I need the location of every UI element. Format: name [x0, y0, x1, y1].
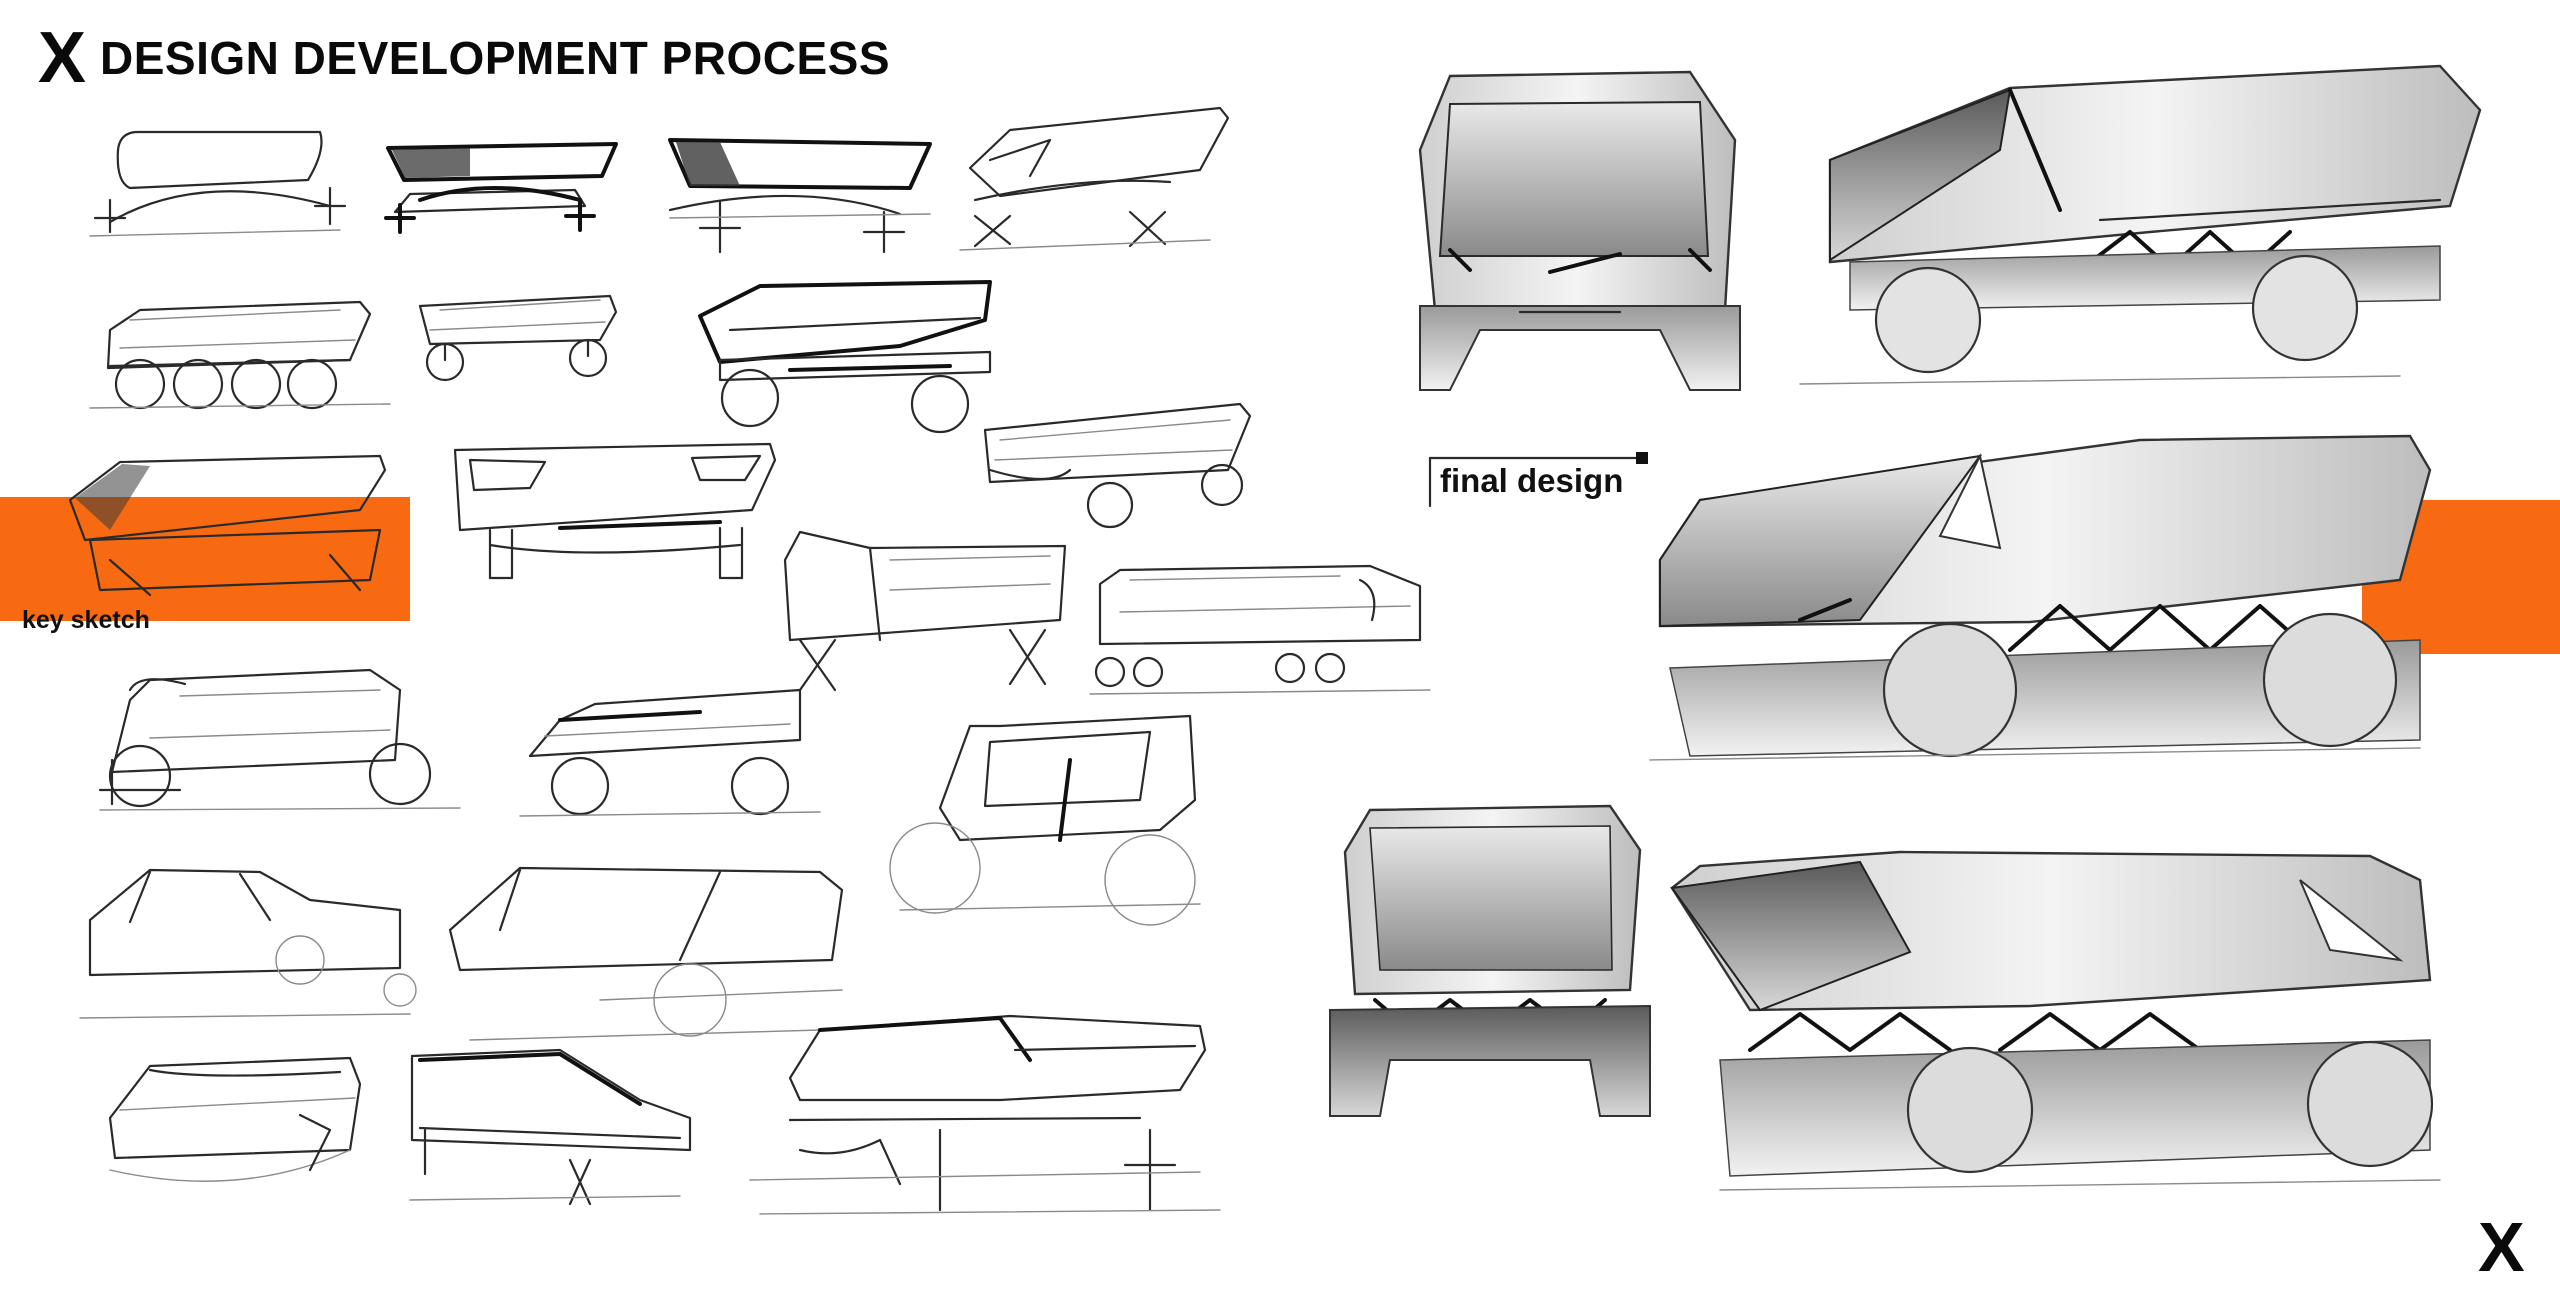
final-design-marker — [1428, 452, 1648, 508]
sketch-thumb-21 — [749, 1138, 1201, 1186]
sketch-thumb-2 — [384, 142, 618, 234]
sketch-thumb-12 — [1089, 564, 1431, 695]
sketch-thumb-15 — [889, 714, 1201, 926]
sketch-thumb-10 — [983, 402, 1252, 529]
perspective-bottom — [1670, 850, 2441, 1191]
sketch-thumb-14 — [519, 688, 821, 817]
sketch-thumb-13 — [98, 668, 461, 811]
key-sketch-label: key sketch — [22, 606, 150, 634]
sketch-thumb-16 — [79, 868, 417, 1019]
sketch-thumb-9 — [453, 442, 777, 580]
sketch-thumb-1 — [89, 130, 347, 237]
sketch-thumb-3 — [668, 138, 932, 254]
accent-band-left — [0, 497, 410, 621]
sketch-thumb-8 — [68, 454, 387, 597]
logo-x-mark-footer: X — [2478, 1208, 2525, 1286]
logo-x-mark: X — [38, 18, 87, 98]
sketch-thumb-7 — [698, 280, 992, 434]
final-design-label: final design — [1440, 462, 1624, 499]
page-title-text: DESIGN DEVELOPMENT PROCESS — [100, 32, 891, 84]
front-view-top — [1418, 70, 1741, 391]
sketch-thumb-18 — [108, 1056, 362, 1182]
side-view-top — [1799, 64, 2482, 385]
side-view-mid — [1649, 434, 2432, 761]
sketch-thumb-11 — [783, 530, 1067, 692]
sketch-thumb-20 — [759, 1014, 1221, 1215]
sketch-thumb-5 — [89, 300, 391, 410]
rear-view — [1329, 804, 1651, 1117]
sketch-thumb-19 — [409, 1048, 692, 1206]
sketch-thumb-17 — [448, 866, 844, 1041]
sketch-thumb-4 — [959, 106, 1230, 251]
sketch-thumb-6 — [418, 294, 618, 382]
